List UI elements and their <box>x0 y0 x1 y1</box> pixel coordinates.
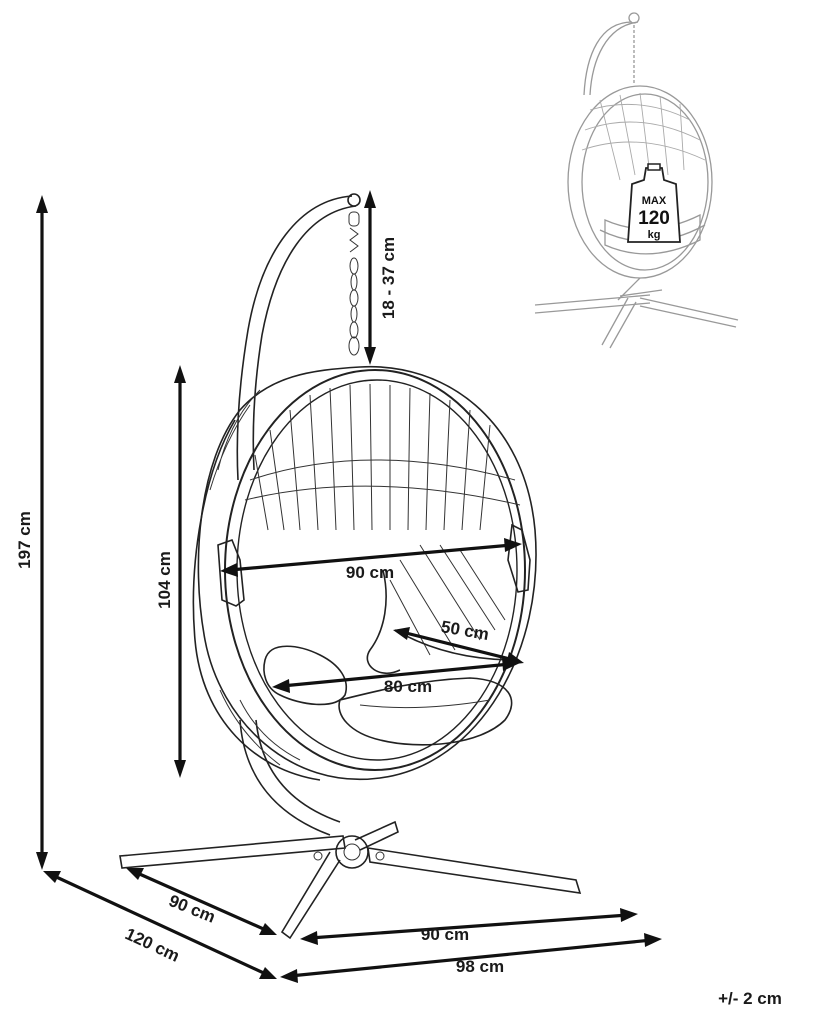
label-base-right: 90 cm <box>421 925 469 944</box>
label-basket-height: 104 cm <box>155 551 174 609</box>
basket-outer <box>197 365 537 781</box>
seat-cushion <box>263 645 347 706</box>
label-total-width: 98 cm <box>456 957 504 976</box>
stand-arc <box>236 195 353 481</box>
label-chain-length: 18 - 37 cm <box>379 237 398 319</box>
chair-illustration <box>119 193 582 940</box>
weight-badge-top: MAX <box>642 195 667 207</box>
label-seat-width: 80 cm <box>384 677 432 696</box>
max-weight-badge-icon: MAX 120 kg <box>627 163 681 243</box>
weight-badge-unit: kg <box>648 229 661 241</box>
weight-badge-value: 120 <box>638 208 670 229</box>
chain <box>348 211 360 356</box>
dimension-labels: 197 cm 18 - 37 cm 104 cm 90 cm 50 cm 80 … <box>15 237 782 1008</box>
label-basket-width: 90 cm <box>346 563 394 582</box>
label-total-height: 197 cm <box>15 511 34 569</box>
label-seat-depth: 50 cm <box>440 617 491 644</box>
tolerance-note: +/- 2 cm <box>718 989 782 1008</box>
stand-base <box>119 820 582 940</box>
thumbnail-illustration: MAX 120 kg <box>534 12 739 349</box>
dimension-lines <box>36 190 662 983</box>
